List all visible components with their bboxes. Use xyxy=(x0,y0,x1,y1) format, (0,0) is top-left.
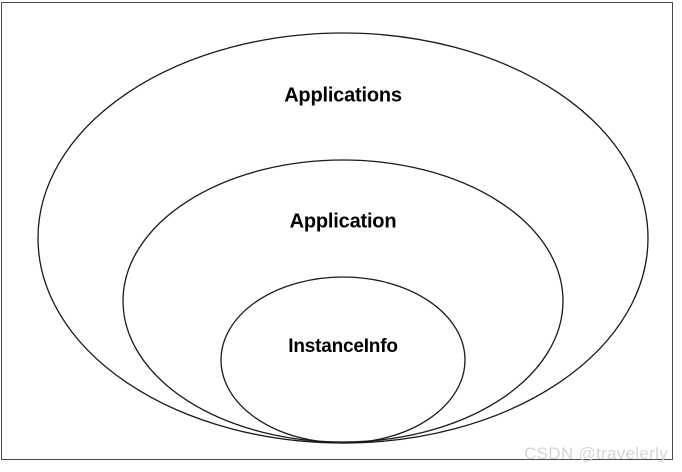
watermark-text: CSDN @travelerly xyxy=(524,444,668,463)
label-application: Application xyxy=(289,210,397,233)
ellipse-application xyxy=(122,159,564,443)
ellipse-instanceinfo xyxy=(220,276,466,444)
label-applications: Applications xyxy=(284,84,402,107)
label-instanceinfo: InstanceInfo xyxy=(288,336,398,357)
diagram-frame xyxy=(1,2,673,460)
